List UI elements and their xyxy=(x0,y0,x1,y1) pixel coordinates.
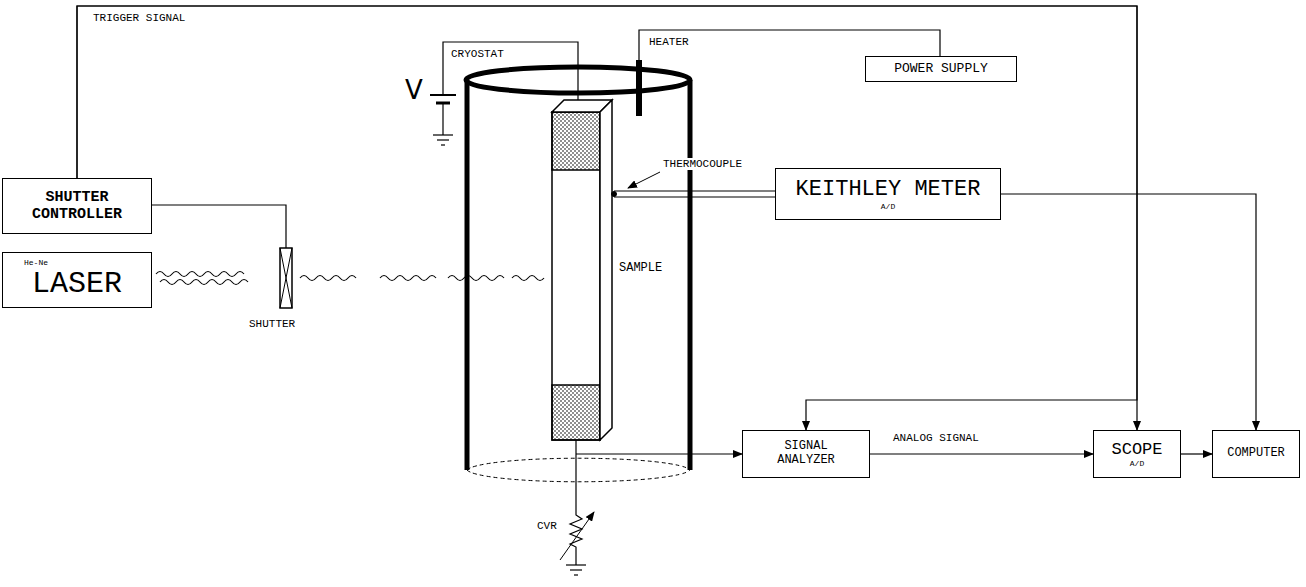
signal-label: ANALOG SIGNAL xyxy=(892,432,980,444)
scope-box: SCOPEA/D xyxy=(1093,430,1181,478)
box-text: LASER xyxy=(32,267,122,302)
signal-connector xyxy=(1001,194,1256,430)
computer-box: COMPUTER xyxy=(1212,430,1300,478)
analyzer-box: SIGNAL ANALYZER xyxy=(742,430,870,478)
part-label: THERMOCOUPLE xyxy=(662,158,743,170)
part-label: SHUTTER xyxy=(248,318,296,330)
laser-beam xyxy=(512,276,544,281)
box-text: KEITHLEY METER xyxy=(796,177,981,202)
part-label: SAMPLE xyxy=(618,262,663,275)
part-label: HEATER xyxy=(648,36,690,48)
signal-label: TRIGGER SIGNAL xyxy=(92,12,186,24)
box-text: A/D xyxy=(881,202,895,211)
signal-connector xyxy=(77,6,1137,430)
laser-beam xyxy=(160,280,248,285)
shutter-symbol xyxy=(280,248,292,308)
box-text: SIGNAL ANALYZER xyxy=(761,440,851,468)
box-text: A/D xyxy=(1130,459,1144,468)
heater-element xyxy=(636,60,642,116)
box-text: COMPUTER xyxy=(1227,447,1285,461)
box-text: POWER SUPPLY xyxy=(894,62,988,77)
box-text: He-Ne xyxy=(24,258,48,267)
signal-connector xyxy=(870,453,1093,454)
box-text: SHUTTER CONTROLLER xyxy=(8,189,146,224)
controller-box: SHUTTER CONTROLLER xyxy=(2,178,152,234)
part-label: CVR xyxy=(536,520,558,532)
signal-connector xyxy=(77,6,1137,430)
sample-slab xyxy=(552,112,600,440)
power-supply-box: POWER SUPPLY xyxy=(865,56,1017,82)
box-text: SCOPE xyxy=(1111,440,1162,460)
laser-beam xyxy=(156,272,244,277)
variable-resistor xyxy=(570,505,582,565)
laser-beam xyxy=(448,276,504,281)
meter-box: KEITHLEY METERA/D xyxy=(775,168,1001,220)
signal-connector xyxy=(1181,453,1212,454)
laser-beam xyxy=(380,276,436,281)
part-label: CRYOSTAT xyxy=(450,48,505,60)
laser-beam xyxy=(300,276,356,281)
laser-box: He-NeLASER xyxy=(2,252,152,308)
voltage-label: V xyxy=(404,76,424,105)
